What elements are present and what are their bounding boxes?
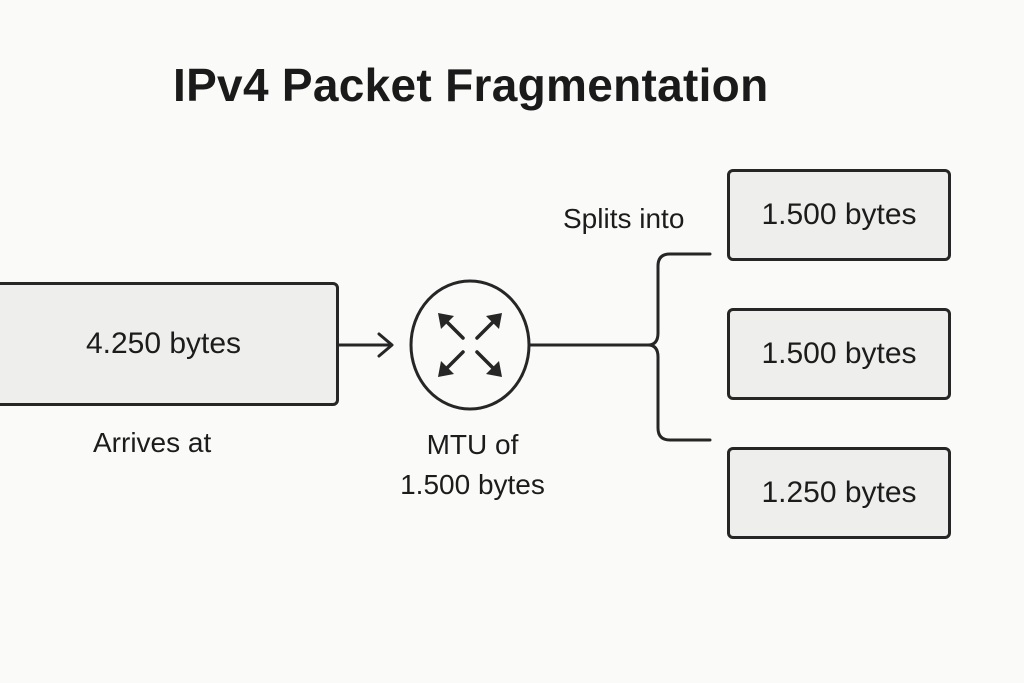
diagram-title: IPv4 Packet Fragmentation xyxy=(173,59,769,111)
splits-into-label: Splits into xyxy=(563,203,685,234)
mtu-caption-line1: MTU of xyxy=(426,429,519,460)
source-to-router-arrow xyxy=(337,332,394,358)
mtu-caption-line2: 1.500 bytes xyxy=(400,469,545,500)
arrives-at-label: Arrives at xyxy=(93,427,212,458)
fragment-box: 1.500 bytes xyxy=(727,308,951,400)
fragment-box: 1.500 bytes xyxy=(727,169,951,261)
fragment-size: 1.500 bytes xyxy=(761,198,917,231)
fragment-box: 1.250 bytes xyxy=(727,447,951,539)
source-packet-size: 4.250 bytes xyxy=(85,327,242,360)
fragment-size: 1.250 bytes xyxy=(761,476,917,509)
split-bracket xyxy=(528,252,712,442)
fragment-size: 1.500 bytes xyxy=(761,337,917,370)
router-arrows-icon xyxy=(409,279,531,411)
source-packet-box: 4.250 bytes xyxy=(0,282,339,406)
mtu-caption: MTU of 1.500 bytes xyxy=(370,425,575,505)
